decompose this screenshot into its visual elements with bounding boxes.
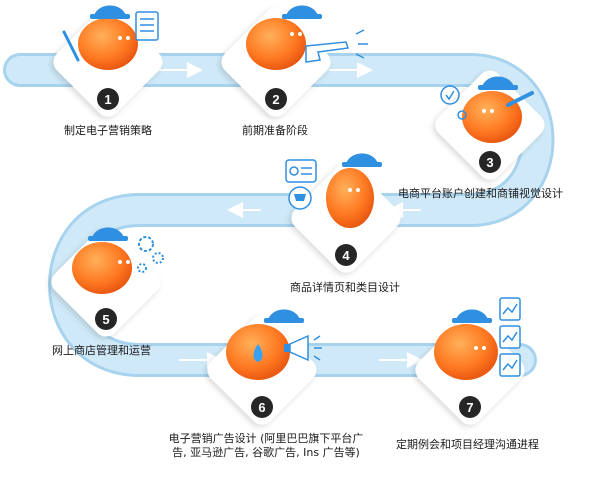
svg-text:3: 3 xyxy=(486,155,493,170)
step-2-label: 前期准备阶段 xyxy=(242,124,308,137)
step-6-label-line-1: 电子营销广告设计 (阿里巴巴旗下平台广 xyxy=(168,432,364,445)
step-badge xyxy=(335,244,357,266)
svg-text:2: 2 xyxy=(272,92,279,107)
step-1-label: 制定电子营销策略 xyxy=(64,124,152,137)
chart-documents-icon xyxy=(499,297,521,377)
step-7-label: 定期例会和项目经理沟通进程 xyxy=(396,438,539,451)
step-1: 1 xyxy=(53,5,163,117)
megaphone-icon xyxy=(284,334,322,362)
step-4: 4 xyxy=(285,153,401,273)
step-5: 5 xyxy=(51,227,164,337)
checklist-and-pencil-icon xyxy=(62,11,159,62)
step-badge xyxy=(479,151,501,173)
pointing-hand-icon xyxy=(305,29,368,63)
step-3-label: 电商平台账户创建和商铺视觉设计 xyxy=(398,187,563,200)
step-badge xyxy=(459,396,481,418)
step-3: 3 xyxy=(435,70,545,180)
step-badge xyxy=(97,88,119,110)
svg-text:4: 4 xyxy=(342,248,350,263)
step-badge xyxy=(251,396,273,418)
gears-icon xyxy=(137,236,164,273)
svg-text:7: 7 xyxy=(466,400,473,415)
step-4-label: 商品详情页和类目设计 xyxy=(290,281,400,294)
step-6-label: 电子营销广告设计 (阿里巴巴旗下平台广 告, 亚马逊广告, 谷歌广告, Ins … xyxy=(146,432,386,460)
step-6-label-line-2: 告, 亚马逊广告, 谷歌广告, Ins 广告等) xyxy=(172,446,360,459)
step-badge xyxy=(265,88,287,110)
step-6: 6 xyxy=(207,309,322,425)
svg-text:1: 1 xyxy=(104,92,111,107)
shopping-cart-and-list-icon xyxy=(285,159,317,210)
step-5-label: 网上商店管理和运营 xyxy=(52,344,151,357)
checkmark-and-pen-icon xyxy=(440,85,534,120)
track xyxy=(3,53,555,377)
step-2: 2 xyxy=(221,5,368,117)
step-7: 7 xyxy=(415,297,525,425)
svg-text:5: 5 xyxy=(102,312,109,327)
step-badge xyxy=(95,308,117,330)
svg-text:6: 6 xyxy=(258,400,265,415)
